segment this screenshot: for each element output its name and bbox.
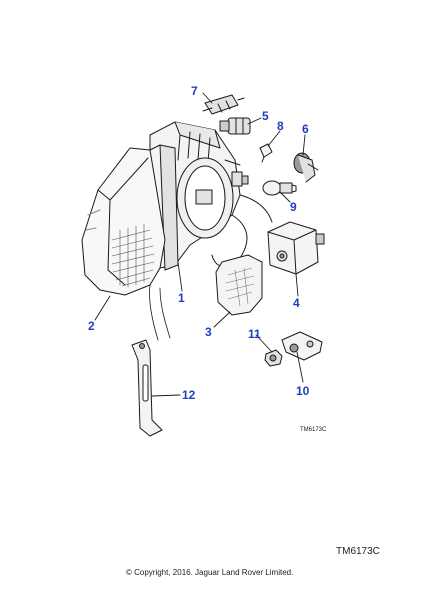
support-strap bbox=[131, 339, 163, 437]
diagram-code-small: TM6173C bbox=[300, 427, 327, 433]
callout-8: 8 bbox=[277, 119, 284, 133]
mounting-bracket bbox=[281, 331, 323, 361]
headlamp-lens bbox=[81, 147, 166, 296]
callout-5: 5 bbox=[262, 109, 269, 123]
callout-9: 9 bbox=[290, 200, 297, 214]
lamp-cover bbox=[215, 254, 263, 316]
nut bbox=[264, 349, 283, 367]
callout-2: 2 bbox=[88, 319, 95, 333]
side-bulb bbox=[259, 143, 273, 163]
callout-11: 11 bbox=[248, 327, 261, 341]
rear-cover bbox=[176, 157, 234, 239]
callout-7: 7 bbox=[191, 84, 198, 98]
main-bulb bbox=[202, 94, 245, 115]
callout-12: 12 bbox=[182, 388, 196, 402]
callout-4: 4 bbox=[293, 296, 300, 310]
callout-10: 10 bbox=[296, 384, 310, 398]
indicator-bulb-holder bbox=[293, 152, 319, 183]
diagram-code: TM6173C bbox=[336, 546, 380, 557]
copyright-notice: © Copyright, 2016. Jaguar Land Rover Lim… bbox=[126, 568, 294, 577]
callout-3: 3 bbox=[205, 325, 212, 339]
leader-lines bbox=[94, 92, 306, 397]
bulb-holder bbox=[219, 117, 251, 135]
callout-1: 1 bbox=[178, 291, 185, 305]
control-module bbox=[267, 221, 325, 275]
callout-6: 6 bbox=[302, 122, 309, 136]
indicator-bulb bbox=[262, 180, 297, 196]
